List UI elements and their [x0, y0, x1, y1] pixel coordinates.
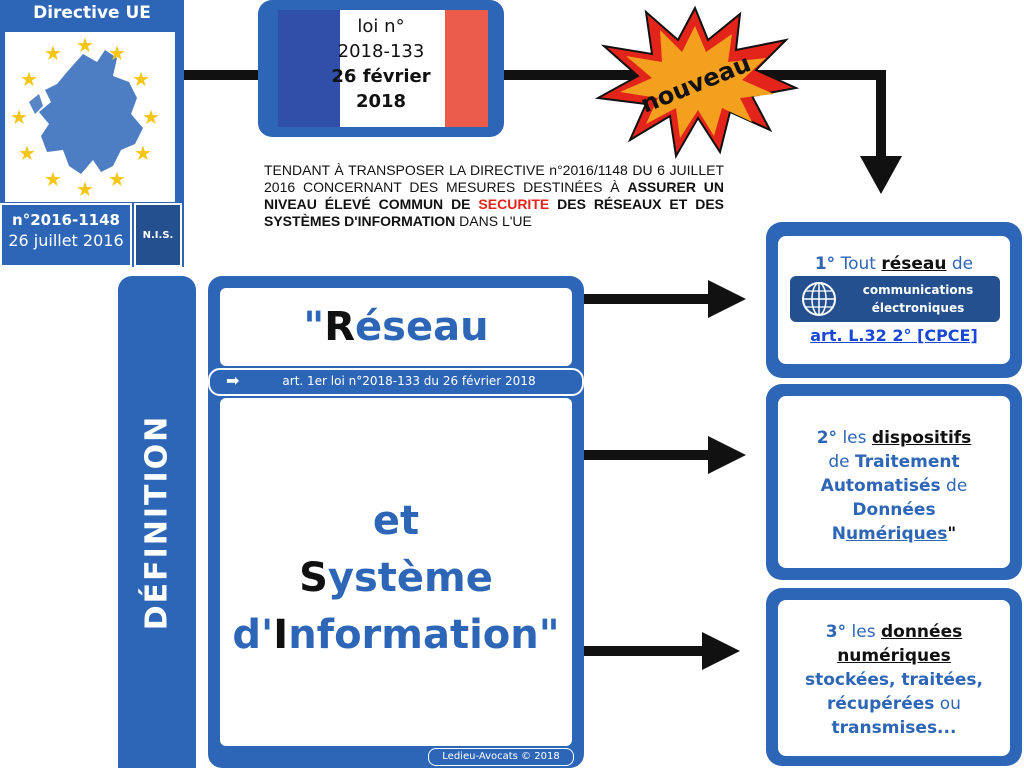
svg-text:★: ★ — [108, 41, 126, 65]
law-label: loi n° — [357, 16, 405, 37]
sys-systeme: Système — [220, 555, 572, 601]
systeme-initial: S — [299, 555, 328, 601]
svg-text:★: ★ — [44, 41, 62, 65]
svg-text:★: ★ — [132, 67, 150, 91]
svg-text:★: ★ — [134, 141, 152, 165]
arrow-right-icon — [708, 280, 746, 318]
communications-line2: électroniques — [871, 301, 965, 315]
item-keyword: stockées, traitées, — [805, 670, 983, 690]
item-keyword: N — [831, 524, 846, 544]
svg-text:★: ★ — [76, 177, 94, 201]
item-text: Tout — [835, 254, 882, 274]
connector-line — [876, 70, 886, 158]
svg-text:★: ★ — [108, 167, 126, 191]
item-keyword: dispositifs — [871, 428, 972, 448]
definition-item-3-inner — [778, 600, 1010, 756]
sys-et: et — [372, 498, 420, 544]
item-text: ou — [934, 694, 961, 714]
systeme-rest: ystème — [327, 555, 493, 601]
item-number: 2° — [816, 428, 838, 448]
svg-text:★: ★ — [142, 105, 160, 129]
definition-item-2-inner — [778, 396, 1010, 568]
information-prefix: d' — [232, 612, 274, 658]
definition-label: DÉFINITION — [139, 414, 175, 630]
subtitle-securite: SECURITE — [478, 196, 550, 212]
item-1-heading: 1° Tout réseau de — [780, 252, 1008, 276]
svg-text:★: ★ — [76, 33, 94, 57]
communications-label: communications électroniques — [840, 281, 996, 317]
svg-text:★: ★ — [18, 141, 36, 165]
connector-line — [584, 646, 708, 656]
item-number: 3° — [825, 622, 847, 642]
item-3-text: 3° les données numériques stockées, trai… — [780, 620, 1008, 740]
reseau-initial: R — [324, 304, 356, 350]
item-keyword: réseau — [881, 254, 947, 274]
svg-text:★: ★ — [10, 105, 28, 129]
connector-line — [584, 294, 714, 304]
cpce-link[interactable]: art. L.32 2° [CPCE] — [810, 326, 978, 345]
item-keyword: données — [880, 622, 963, 642]
arrow-down-icon — [860, 156, 902, 194]
svg-text:★: ★ — [20, 67, 38, 91]
subtitle-part: TENDANT À TRANSPOSER LA DIRECTIVE n°2016… — [264, 162, 724, 195]
information-initial: I — [273, 612, 289, 658]
arrow-right-icon — [708, 436, 746, 474]
item-keyword: Automatisés — [820, 476, 941, 496]
eu-star-icon: ★ ★ ★ ★ ★ ★ ★ ★ ★ ★ ★ ★ — [10, 33, 160, 201]
french-flag — [278, 10, 488, 127]
nis-badge: N.I.S. — [134, 203, 182, 267]
definition-bar — [118, 276, 196, 768]
law-subtitle: TENDANT À TRANSPOSER LA DIRECTIVE n°2016… — [264, 162, 724, 230]
arrow-right-icon — [702, 632, 740, 670]
definition-label-wrap: DÉFINITION — [118, 276, 196, 768]
law-year: 2018 — [355, 91, 407, 112]
law-number: 2018-133 — [337, 41, 425, 62]
systeme-box — [220, 398, 572, 746]
copyright-badge: Ledieu-Avocats © 2018 — [428, 748, 574, 766]
connector-line — [184, 70, 260, 80]
item-keyword: récupérées — [827, 694, 935, 714]
eu-directive-title: Directive UE — [33, 3, 151, 23]
item-text: de — [940, 476, 968, 496]
svg-text:★: ★ — [44, 167, 62, 191]
eu-directive-date: 26 juillet 2016 — [8, 231, 124, 250]
explosion-burst-icon: nouveau — [590, 0, 800, 160]
eu-map-icon: ★ ★ ★ ★ ★ ★ ★ ★ ★ ★ ★ ★ — [5, 32, 175, 202]
item-keyword: Données — [852, 500, 936, 520]
globe-icon — [800, 280, 838, 318]
article-reference: art. 1er loi n°2018-133 du 26 février 20… — [282, 374, 536, 388]
item-keyword: numériques — [837, 646, 951, 666]
item-text: de — [946, 254, 974, 274]
item-number: 1° — [814, 254, 836, 274]
law-date: 26 février — [331, 66, 431, 87]
eu-directive-number: n°2016-1148 — [12, 211, 120, 229]
item-keyword: transmises... — [831, 718, 957, 738]
item-keyword: Traitement — [855, 452, 960, 472]
item-keyword: umériques — [845, 524, 948, 544]
sys-information: d'Information" — [220, 612, 572, 658]
subtitle-part: DES RÉSEAUX ET DES SYSTÈMES D'INFORMATIO… — [264, 196, 724, 229]
law-reference: loi n° 2018-133 26 février 2018 — [318, 14, 444, 114]
subtitle-part: DANS L'UE — [455, 213, 532, 229]
subtitle-part: ASSURER UN NIVEAU ÉLEVÉ COMMUN DE — [264, 179, 724, 212]
quote: " — [947, 524, 957, 544]
reseau-rest: éseau — [355, 304, 489, 350]
quote: " — [303, 304, 325, 350]
item-text: les — [837, 428, 872, 448]
connector-line — [584, 450, 714, 460]
reference-band — [208, 368, 584, 396]
communications-line1: communications — [862, 283, 974, 297]
reseau-box — [220, 288, 572, 366]
arrow-right-icon: ➡ — [226, 371, 240, 390]
reseau-title: "Réseau — [220, 304, 572, 350]
information-rest: nformation" — [288, 612, 560, 658]
eu-directive-number-box: n°2016-1148 26 juillet 2016 — [0, 203, 132, 267]
item-text: les — [846, 622, 881, 642]
item-2-text: 2° les dispositifs de Traitement Automat… — [780, 426, 1008, 546]
item-text: de — [828, 452, 856, 472]
